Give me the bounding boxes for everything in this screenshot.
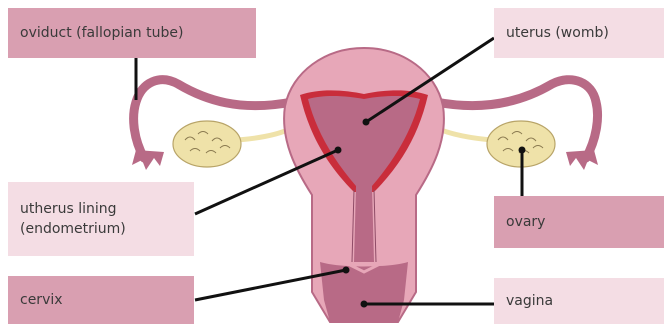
cervix-label: cervix bbox=[8, 276, 194, 324]
lining-label-text: utherus lining (endometrium) bbox=[20, 199, 126, 239]
right-ovarian-ligament bbox=[436, 128, 492, 140]
oviduct-label-text: oviduct (fallopian tube) bbox=[20, 23, 183, 43]
uterus-label-text: uterus (womb) bbox=[506, 23, 609, 43]
cervix-label-text: cervix bbox=[20, 290, 63, 310]
vagina-label-text: vagina bbox=[506, 291, 553, 311]
ovary-label: ovary bbox=[494, 196, 664, 248]
left-ovary bbox=[173, 121, 241, 167]
uterus-label: uterus (womb) bbox=[494, 8, 664, 58]
ovary-label-text: ovary bbox=[506, 212, 545, 232]
cervical-canal bbox=[354, 186, 374, 262]
right-fimbriae bbox=[566, 150, 598, 170]
vagina-label: vagina bbox=[494, 278, 664, 324]
leader-dot-cervix bbox=[343, 267, 350, 274]
leader-dot-lining bbox=[335, 147, 342, 154]
leader-dot-vagina bbox=[361, 301, 368, 308]
leader-dot-ovary bbox=[519, 147, 526, 154]
oviduct-label: oviduct (fallopian tube) bbox=[8, 8, 256, 58]
lining-label: utherus lining (endometrium) bbox=[8, 182, 194, 256]
leader-dot-uterus bbox=[363, 119, 370, 126]
left-fimbriae bbox=[132, 150, 164, 170]
